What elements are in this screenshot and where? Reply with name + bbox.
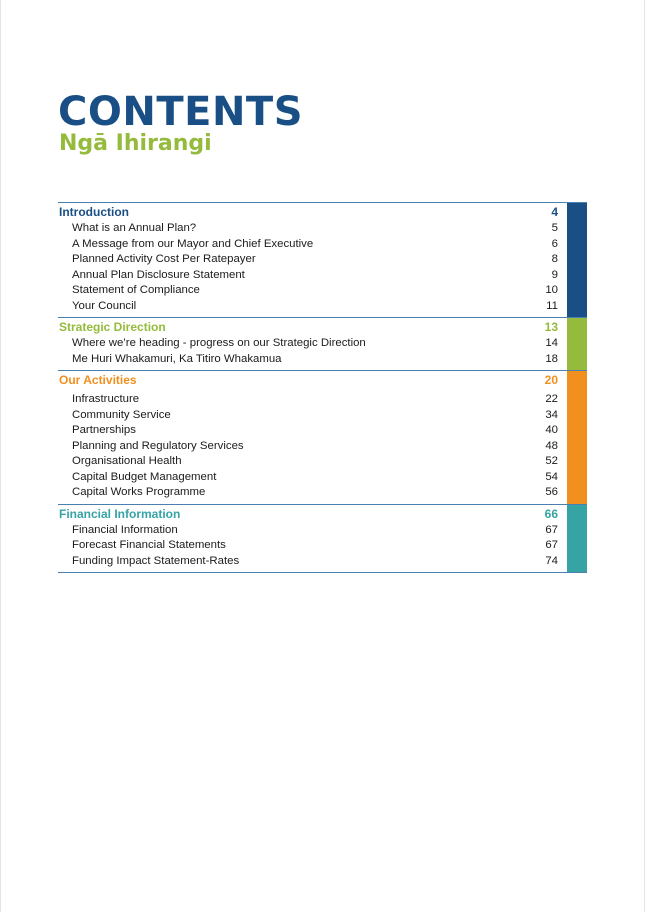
toc-entry-page-number: 6: [551, 237, 558, 250]
section-color-tab: [567, 203, 587, 317]
toc-entry[interactable]: Forecast Financial Statements 67: [58, 538, 587, 554]
section-heading-label: Our Activities: [59, 373, 137, 387]
toc-entry-label: What is an Annual Plan?: [72, 222, 197, 234]
page-title: CONTENTS: [58, 89, 304, 135]
toc-entry-label: Your Council: [72, 299, 137, 312]
toc-entry-label: Organisational Health: [72, 455, 182, 467]
toc-entry-page-number: 5: [551, 222, 558, 234]
toc-entry-label: Annual Plan Disclosure Statement: [72, 268, 245, 281]
toc-entry[interactable]: A Message from our Mayor and Chief Execu…: [58, 237, 587, 253]
toc-entry-page-number: 54: [545, 470, 558, 483]
toc-entry-page-number: 40: [545, 424, 558, 436]
toc-entry-page-number: 74: [545, 554, 558, 567]
toc-entry[interactable]: Planning and Regulatory Services 48: [58, 439, 587, 455]
toc-entry[interactable]: What is an Annual Plan? 5: [58, 221, 587, 237]
page-subtitle: Ngā Ihirangi: [59, 131, 212, 156]
toc-entry[interactable]: Me Huri Whakamuri, Ka Titiro Whakamua 18: [58, 352, 587, 368]
toc-entry-page-number: 9: [551, 268, 558, 281]
toc-entry[interactable]: Funding Impact Statement-Rates 74: [58, 554, 587, 570]
toc-entry-label: Community Service: [72, 408, 171, 421]
toc-entry-label: Where we’re heading - progress on our St…: [72, 337, 366, 349]
toc-section-heading[interactable]: Our Activities 20: [58, 372, 587, 389]
toc-entry-page-number: 10: [545, 284, 558, 296]
toc-entry[interactable]: Partnerships 40: [58, 423, 587, 439]
toc-entry-label: Financial Information: [72, 523, 178, 536]
toc-entry-page-number: 52: [545, 455, 558, 467]
toc-entry-page-number: 67: [545, 523, 558, 536]
toc-section-heading[interactable]: Financial Information 66: [58, 506, 587, 523]
section-page-number: 4: [551, 205, 558, 219]
toc-entry[interactable]: Where we’re heading - progress on our St…: [58, 336, 587, 352]
toc-entry[interactable]: Capital Works Programme 56: [58, 485, 587, 501]
toc-entry-label: Partnerships: [72, 424, 136, 436]
toc-entry-page-number: 11: [546, 299, 558, 312]
toc-entry-label: A Message from our Mayor and Chief Execu…: [72, 237, 314, 250]
toc-entry-page-number: 8: [551, 253, 558, 265]
toc-entry-label: Infrastructure: [72, 393, 140, 405]
section-page-number: 66: [544, 506, 558, 521]
toc-section-heading[interactable]: Strategic Direction 13: [58, 319, 587, 336]
toc-entry[interactable]: Community Service 34: [58, 408, 587, 424]
toc-entry-label: Planning and Regulatory Services: [72, 439, 244, 452]
toc-entry-page-number: 67: [545, 539, 558, 551]
toc-entry-label: Capital Works Programme: [72, 486, 206, 498]
section-heading-label: Introduction: [59, 205, 129, 219]
section-color-tab: [567, 371, 587, 504]
section-color-tab: [567, 318, 587, 370]
section-page-number: 20: [544, 373, 558, 387]
toc-entry[interactable]: Planned Activity Cost Per Ratepayer 8: [58, 252, 587, 268]
toc-entry-page-number: 22: [545, 393, 558, 405]
toc-entry-label: Funding Impact Statement-Rates: [72, 554, 240, 567]
page-edge: [0, 0, 1, 912]
toc-entry-page-number: 14: [545, 337, 558, 349]
toc-entry[interactable]: Financial Information 67: [58, 523, 587, 539]
section-color-tab: [567, 504, 587, 572]
toc-entry-page-number: 48: [545, 439, 558, 452]
section-heading-label: Financial Information: [59, 506, 181, 521]
section-page-number: 13: [544, 320, 558, 334]
toc-entry-label: Statement of Compliance: [72, 284, 200, 296]
toc-section-heading[interactable]: Introduction 4: [58, 204, 587, 221]
toc-entry[interactable]: Annual Plan Disclosure Statement 9: [58, 268, 587, 284]
toc-entry-page-number: 56: [545, 486, 558, 498]
toc-entry-label: Capital Budget Management: [72, 470, 217, 483]
toc-entry[interactable]: Infrastructure 22: [58, 392, 587, 408]
toc-entry[interactable]: Your Council 11: [58, 299, 587, 315]
toc-entry[interactable]: Organisational Health 52: [58, 454, 587, 470]
section-heading-label: Strategic Direction: [59, 320, 166, 334]
toc-entry-label: Planned Activity Cost Per Ratepayer: [72, 253, 256, 265]
toc-entry[interactable]: Capital Budget Management 54: [58, 470, 587, 486]
toc-entry[interactable]: Statement of Compliance 10: [58, 283, 587, 299]
toc-entry-label: Me Huri Whakamuri, Ka Titiro Whakamua: [72, 352, 282, 365]
toc-entry-page-number: 18: [545, 352, 558, 365]
toc-entry-page-number: 34: [545, 408, 558, 421]
toc-entry-label: Forecast Financial Statements: [72, 539, 226, 551]
